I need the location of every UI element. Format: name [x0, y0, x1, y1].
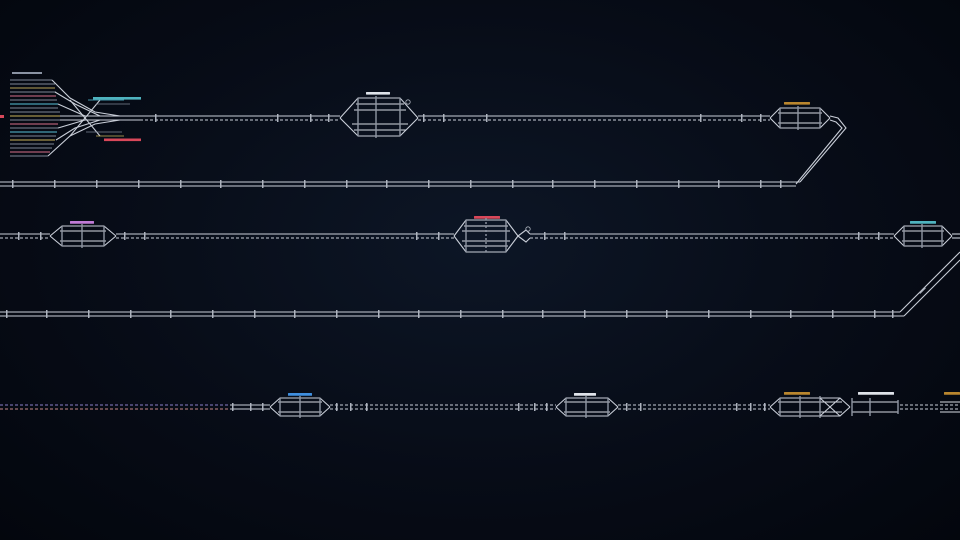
station-label-row1-a	[366, 92, 390, 95]
row2-return-signals	[6, 287, 926, 318]
row2-return-line[interactable]	[0, 251, 960, 318]
row1-return-curve	[795, 115, 847, 185]
station-label-row3-e	[944, 392, 960, 395]
yard-header-label	[12, 72, 42, 74]
station-label-row3-d	[858, 392, 894, 395]
yard-edge-marker	[0, 115, 4, 118]
station-label-row2-b	[474, 216, 500, 219]
station-row2-a[interactable]	[49, 221, 117, 248]
yard-throat	[47, 79, 140, 157]
yard-label-teal	[93, 97, 141, 100]
row1-main-line[interactable]	[140, 114, 770, 122]
station-label-row2-a	[70, 221, 94, 224]
station-row3-b[interactable]	[555, 393, 619, 418]
station-row1-b[interactable]	[769, 102, 831, 130]
station-label-row3-a	[288, 393, 312, 396]
station-row3-d[interactable]	[851, 392, 899, 416]
row2-signals	[18, 232, 880, 240]
west-terminus-yard[interactable]	[0, 72, 141, 157]
yard-label-red	[104, 138, 141, 142]
station-row2-b[interactable]	[453, 216, 531, 254]
station-row3-a[interactable]	[269, 393, 331, 418]
station-row2-c[interactable]	[893, 221, 953, 248]
row2-main-line[interactable]	[0, 232, 960, 240]
row3-main-line[interactable]	[0, 403, 960, 411]
station-label-row3-b	[574, 393, 596, 396]
row1-return-line[interactable]	[0, 180, 800, 188]
row1-signals	[155, 114, 762, 122]
station-label-row2-c	[910, 221, 936, 224]
row1-return-signals	[12, 180, 782, 188]
station-row1-a[interactable]	[339, 92, 419, 138]
row3-signals	[232, 403, 766, 411]
station-label-row3-c	[784, 392, 810, 395]
station-label-row1-b	[784, 102, 810, 105]
yard-sidings	[10, 79, 60, 157]
station-row3-e[interactable]	[940, 392, 960, 413]
station-row3-c[interactable]	[769, 392, 851, 418]
